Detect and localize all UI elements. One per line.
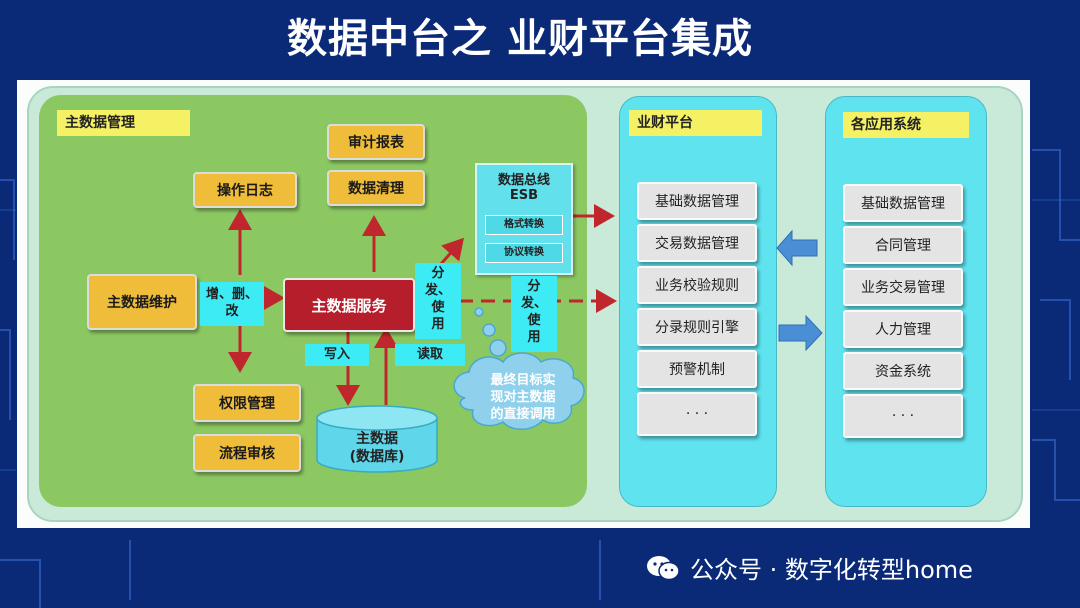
crud-label-line2: 改 (225, 304, 239, 319)
database-cylinder (316, 405, 438, 473)
thought-cloud (453, 307, 585, 430)
block-arrow-right (778, 314, 823, 352)
distribute-2-line3: 使 (527, 313, 541, 328)
permission-box: 权限管理 (193, 384, 301, 422)
finance-item-entry-engine: 分录规则引擎 (637, 308, 757, 346)
database-label: 主数据 (数据库) (317, 430, 437, 466)
distribute-1-line3: 使 (431, 300, 445, 315)
finance-item-alert: 预警机制 (637, 350, 757, 388)
watermark-text: 公众号 · 数字化转型home (690, 556, 973, 584)
audit-report-box: 审计报表 (327, 124, 425, 160)
app-item-contract: 合同管理 (843, 226, 963, 264)
finance-item-more: · · · (637, 392, 757, 436)
app-item-basic-data: 基础数据管理 (843, 184, 963, 222)
esb-box: 数据总线 ESB 格式转换 协议转换 (475, 163, 573, 275)
app-item-more: · · · (843, 394, 963, 438)
operation-log-box: 操作日志 (193, 172, 297, 208)
distribute-2-line2: 发、 (520, 296, 547, 311)
crud-label: 增、删、 改 (200, 282, 264, 326)
cloud-label-line1: 最终目标实 (490, 373, 556, 388)
block-arrow-left (776, 229, 818, 267)
crud-label-line1: 增、删、 (205, 287, 258, 302)
esb-title-line1: 数据总线 (497, 173, 550, 188)
finance-item-validation-rules: 业务校验规则 (637, 266, 757, 304)
distribute-2-line4: 用 (527, 330, 541, 345)
app-item-hr: 人力管理 (843, 310, 963, 348)
data-clean-box: 数据清理 (327, 170, 425, 206)
database-label-line2: (数据库) (349, 449, 405, 465)
finance-item-transaction-data: 交易数据管理 (637, 224, 757, 262)
database-label-line1: 主数据 (356, 431, 398, 447)
cloud-label-line2: 现对主数据 (490, 390, 556, 405)
cloud-label: 最终目标实 现对主数据 的直接调用 (475, 372, 571, 423)
cloud-label-line3: 的直接调用 (490, 407, 556, 422)
master-data-service-box: 主数据服务 (283, 278, 415, 332)
read-label: 读取 (395, 344, 465, 366)
page-title: 数据中台之 业财平台集成 (287, 16, 753, 62)
watermark: 公众号 · 数字化转型home (646, 550, 973, 585)
distribute-label-1: 分 发、 使 用 (415, 263, 461, 339)
distribute-1-line4: 用 (431, 317, 445, 332)
master-data-maintain-box: 主数据维护 (87, 274, 197, 330)
finance-item-basic-data: 基础数据管理 (637, 182, 757, 220)
master-data-label: 主数据管理 (57, 110, 190, 136)
wechat-icon (647, 555, 680, 580)
write-label: 写入 (305, 344, 369, 366)
distribute-1-line2: 发、 (424, 283, 451, 298)
esb-title: 数据总线 ESB (477, 173, 571, 203)
distribute-1-line1: 分 (431, 266, 445, 281)
workflow-box: 流程审核 (193, 434, 301, 472)
app-item-treasury: 资金系统 (843, 352, 963, 390)
distribute-label-2: 分 发、 使 用 (511, 276, 557, 352)
app-systems-label: 各应用系统 (843, 112, 969, 138)
diagram-canvas: 主数据管理 业财平台 各应用系统 (17, 80, 1030, 528)
finance-platform-label: 业财平台 (629, 110, 762, 136)
format-convert-box: 格式转换 (485, 215, 563, 235)
distribute-2-line1: 分 (527, 279, 541, 294)
esb-title-line2: ESB (509, 188, 539, 203)
protocol-convert-box: 协议转换 (485, 243, 563, 263)
app-item-business-trade: 业务交易管理 (843, 268, 963, 306)
